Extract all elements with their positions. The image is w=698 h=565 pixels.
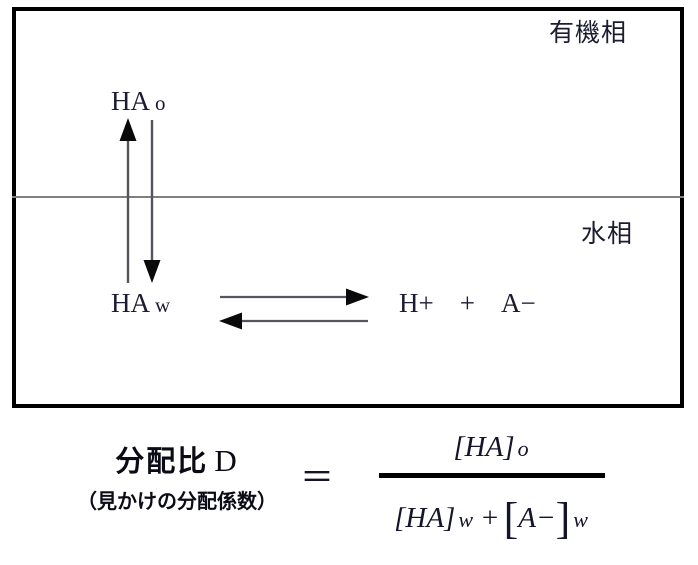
- denominator-plus-operator: +: [480, 502, 500, 534]
- equals-sign: ＝: [300, 460, 334, 497]
- plus-operator: +: [459, 288, 475, 318]
- species-name: HA: [111, 288, 150, 318]
- denominator-term1-species: HA: [405, 502, 445, 534]
- hydrogen-cation-label: H+: [399, 288, 434, 318]
- fraction-bar: [379, 473, 605, 478]
- phase-diagram-box: [12, 7, 684, 408]
- fraction-denominator: [HA]w+[A−]w: [368, 487, 616, 543]
- species-phase-subscript: w: [155, 293, 171, 317]
- equation-title-text: 分配比: [115, 444, 209, 478]
- close-bracket-large: ]: [555, 494, 571, 543]
- numerator-phase: o: [517, 436, 529, 461]
- denominator-term2-phase: w: [573, 507, 588, 532]
- species-name: HA: [111, 86, 150, 116]
- species-phase-subscript: o: [155, 91, 166, 115]
- denominator-term2-species: A−: [518, 502, 556, 534]
- open-bracket: [: [394, 502, 406, 534]
- organic-phase-label: 有機相: [549, 18, 628, 47]
- dissociation-products-label: H+ + A−: [399, 288, 536, 319]
- anion-label: A−: [500, 288, 536, 318]
- fraction: [HA]o [HA]w+[A−]w: [368, 424, 616, 543]
- phase-boundary-line: [12, 196, 684, 198]
- open-bracket: [: [453, 431, 465, 463]
- denominator-term1-phase: w: [458, 507, 474, 532]
- close-bracket: ]: [444, 502, 456, 534]
- open-bracket-large: [: [503, 494, 519, 543]
- equation-symbol: D: [214, 443, 239, 478]
- close-bracket: ]: [503, 431, 515, 463]
- fraction-numerator: [HA]o: [368, 424, 616, 470]
- equation-subtitle: （見かけの分配係数）: [77, 489, 277, 513]
- numerator-species: HA: [464, 431, 504, 463]
- aqueous-phase-label: 水相: [581, 219, 634, 248]
